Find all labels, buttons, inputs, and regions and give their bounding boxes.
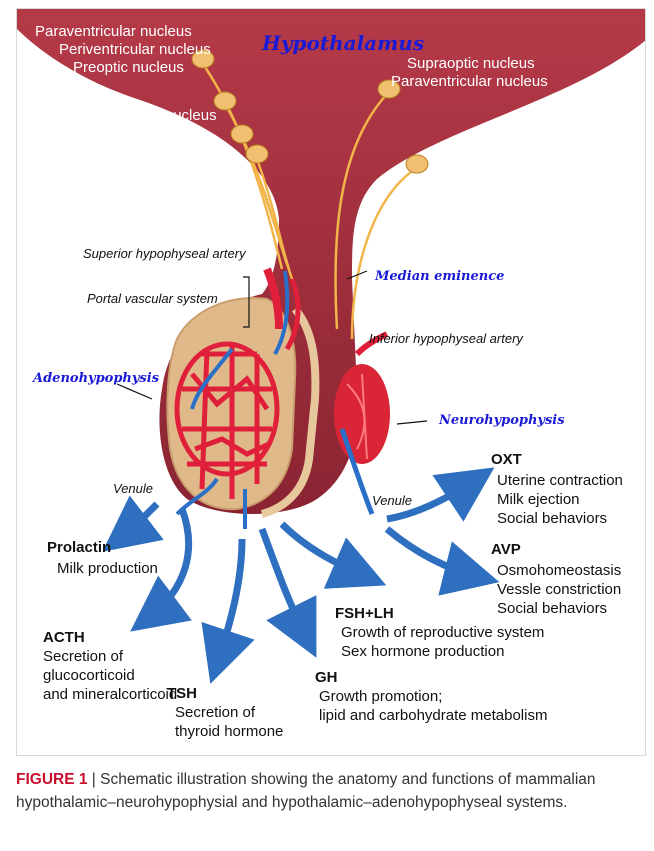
superior-artery-label: Superior hypophyseal artery	[83, 246, 246, 261]
function-text: Growth promotion;	[319, 687, 547, 706]
avp-functions: Osmohomeostasis Vessle constriction Soci…	[497, 561, 621, 618]
venule-label-right: Venule	[372, 493, 412, 508]
oxt-functions: Uterine contraction Milk ejection Social…	[497, 471, 623, 528]
portal-system-label: Portal vascular system	[87, 291, 218, 306]
adenohypophysis-label: Adenohypophysis	[33, 371, 159, 386]
gh-functions: Growth promotion; lipid and carbohydrate…	[319, 687, 547, 725]
arrow-tsh	[217, 539, 242, 664]
function-text: Vessle constriction	[497, 580, 621, 599]
hypothalamus-shape	[17, 9, 646, 514]
nucleus-label: Paraventricular nucleus	[35, 23, 192, 41]
arrow-fshlh	[282, 524, 367, 577]
nucleus-label: Supraoptic nucleus	[407, 55, 535, 73]
function-text: Milk production	[57, 559, 158, 578]
function-text: Uterine contraction	[497, 471, 623, 490]
arrow-avp	[387, 529, 479, 577]
function-text: Milk ejection	[497, 490, 623, 509]
hypothalamus-title: Hypothalamus	[262, 31, 424, 55]
neurohypophysis-label: Neurohypophysis	[439, 413, 565, 428]
function-text: Secretion of	[43, 647, 177, 666]
hormone-acth: ACTH	[43, 629, 85, 646]
figure-panel: Hypothalamus Paraventricular nucleus Per…	[16, 8, 646, 756]
prolactin-functions: Milk production	[57, 559, 158, 578]
function-text: Growth of reproductive system	[341, 623, 544, 642]
caption-separator: |	[87, 771, 100, 788]
acth-functions: Secretion of glucocorticoid and mineralc…	[43, 647, 177, 704]
median-eminence-label: Median eminence	[375, 269, 504, 284]
arrow-gh	[262, 529, 307, 639]
tsh-functions: Secretion of thyroid hormone	[175, 703, 283, 741]
function-text: Secretion of	[175, 703, 283, 722]
arrow-prolactin	[119, 504, 157, 539]
function-text: lipid and carbohydrate metabolism	[319, 706, 547, 725]
function-text: Social behaviors	[497, 599, 621, 618]
nucleus-label: Preoptic nucleus	[73, 59, 184, 77]
inferior-artery-label: Inferior hypophyseal artery	[369, 331, 523, 346]
caption-text: Schematic illustration showing the anato…	[16, 771, 596, 811]
hormone-prolactin: Prolactin	[47, 539, 111, 556]
function-text: Sex hormone production	[341, 642, 544, 661]
hormone-tsh: TSH	[167, 685, 197, 702]
fshlh-functions: Growth of reproductive system Sex hormon…	[341, 623, 544, 661]
caption-label: FIGURE 1	[16, 771, 87, 788]
figure-caption: FIGURE 1 | Schematic illustration showin…	[16, 768, 646, 814]
function-text: and mineralcorticoid	[43, 685, 177, 704]
nucleus-label: Arcuate nucleus	[109, 107, 217, 125]
venule-label-left: Venule	[113, 481, 153, 496]
nucleus-label: Periventricular nucleus	[59, 41, 211, 59]
hormone-gh: GH	[315, 669, 338, 686]
hormone-oxt: OXT	[491, 451, 522, 468]
hormone-avp: AVP	[491, 541, 521, 558]
function-text: Osmohomeostasis	[497, 561, 621, 580]
function-text: thyroid hormone	[175, 722, 283, 741]
function-text: Social behaviors	[497, 509, 623, 528]
nucleus-label: Paraventricular nucleus	[391, 73, 548, 91]
function-text: glucocorticoid	[43, 666, 177, 685]
hormone-fshlh: FSH+LH	[335, 605, 394, 622]
